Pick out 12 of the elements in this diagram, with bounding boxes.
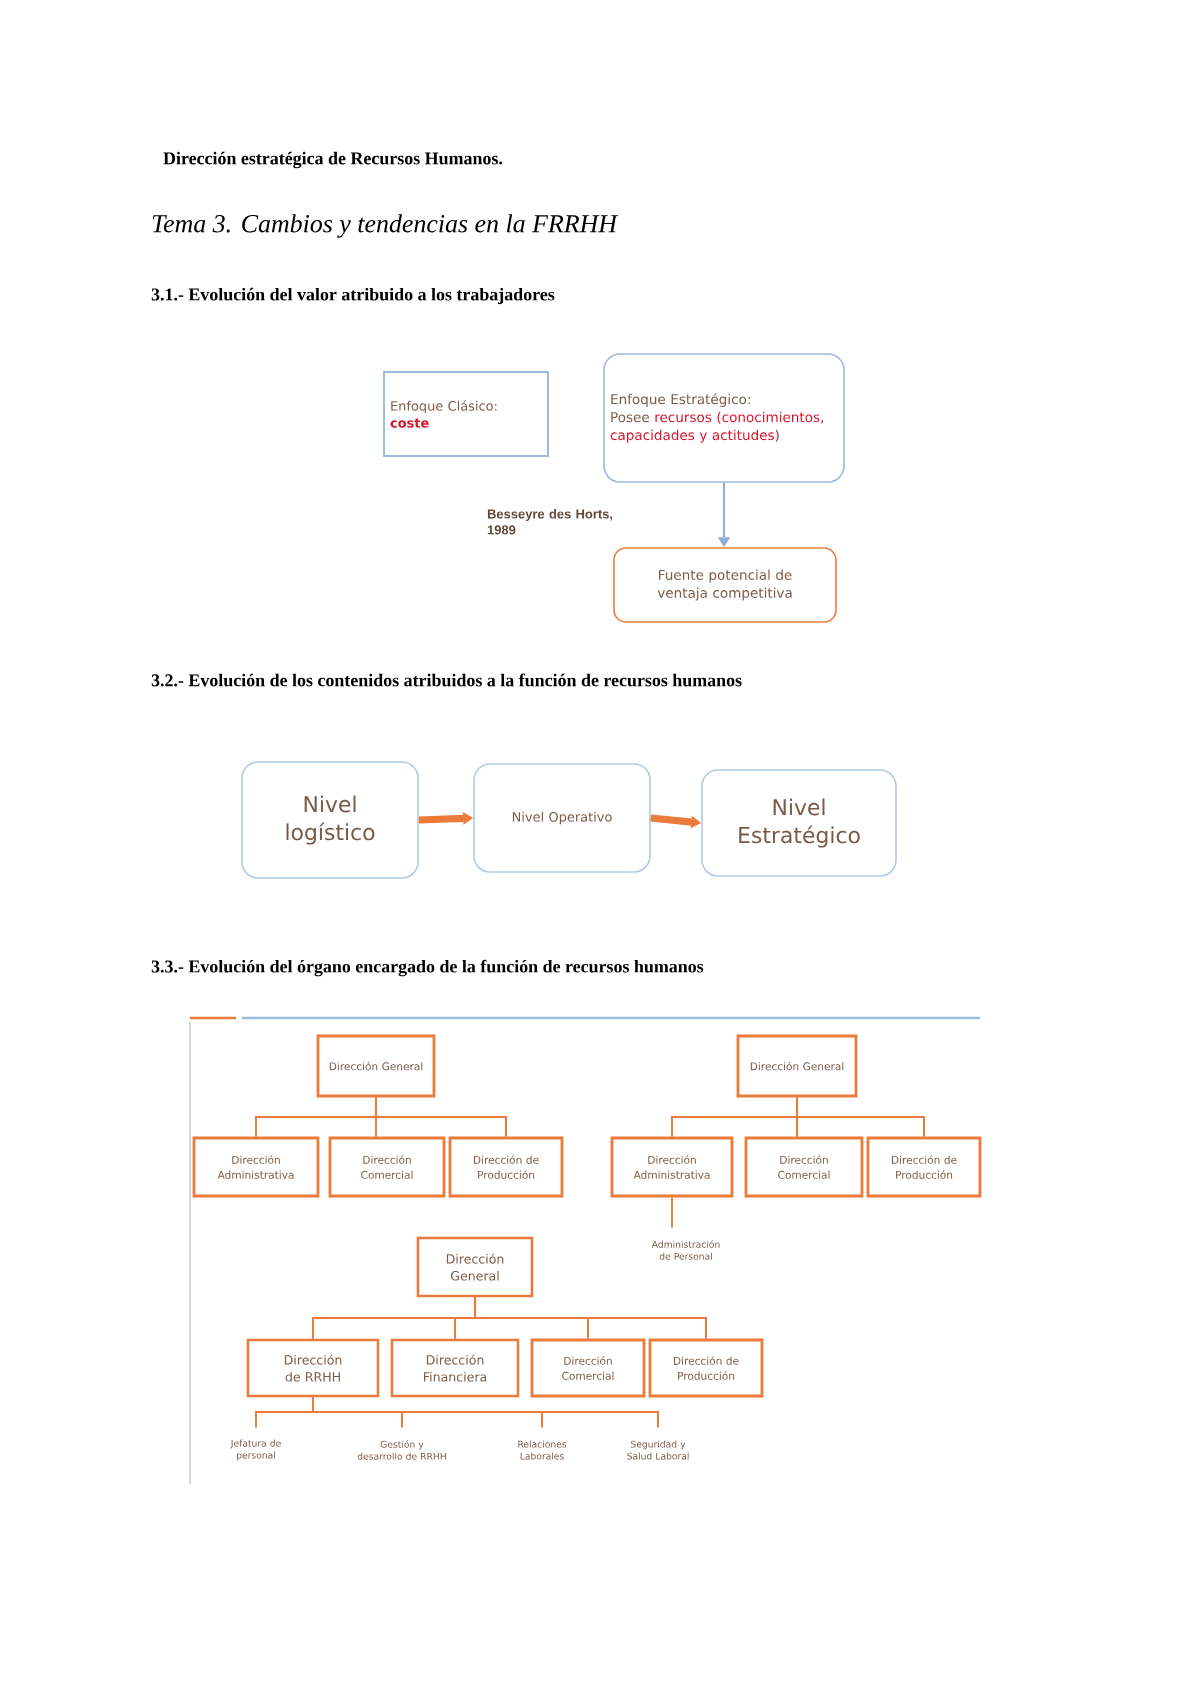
topic-heading: Tema 3. Cambios y tendencias en la FRRHH [152,214,619,238]
section-heading: 3.3.- Evolución del órgano encargado de la función de recursos humanos [151,959,704,977]
connector [312,1396,659,1429]
section-heading: 3.1.- Evolución del valor atribuido a los trabajadores [151,287,555,305]
connector [671,1196,673,1229]
title: Dirección estratégica de Recursos Humanos. [163,151,503,169]
connector [375,1096,507,1138]
level-box: Nivel Estratégico [701,769,897,877]
connector [796,1096,925,1138]
section-heading: 3.2.- Evolución de los contenidos atribuidos a la función de recursos humanos [151,673,742,687]
level-box: Nivel logístico [241,761,419,879]
connector [474,1296,707,1340]
